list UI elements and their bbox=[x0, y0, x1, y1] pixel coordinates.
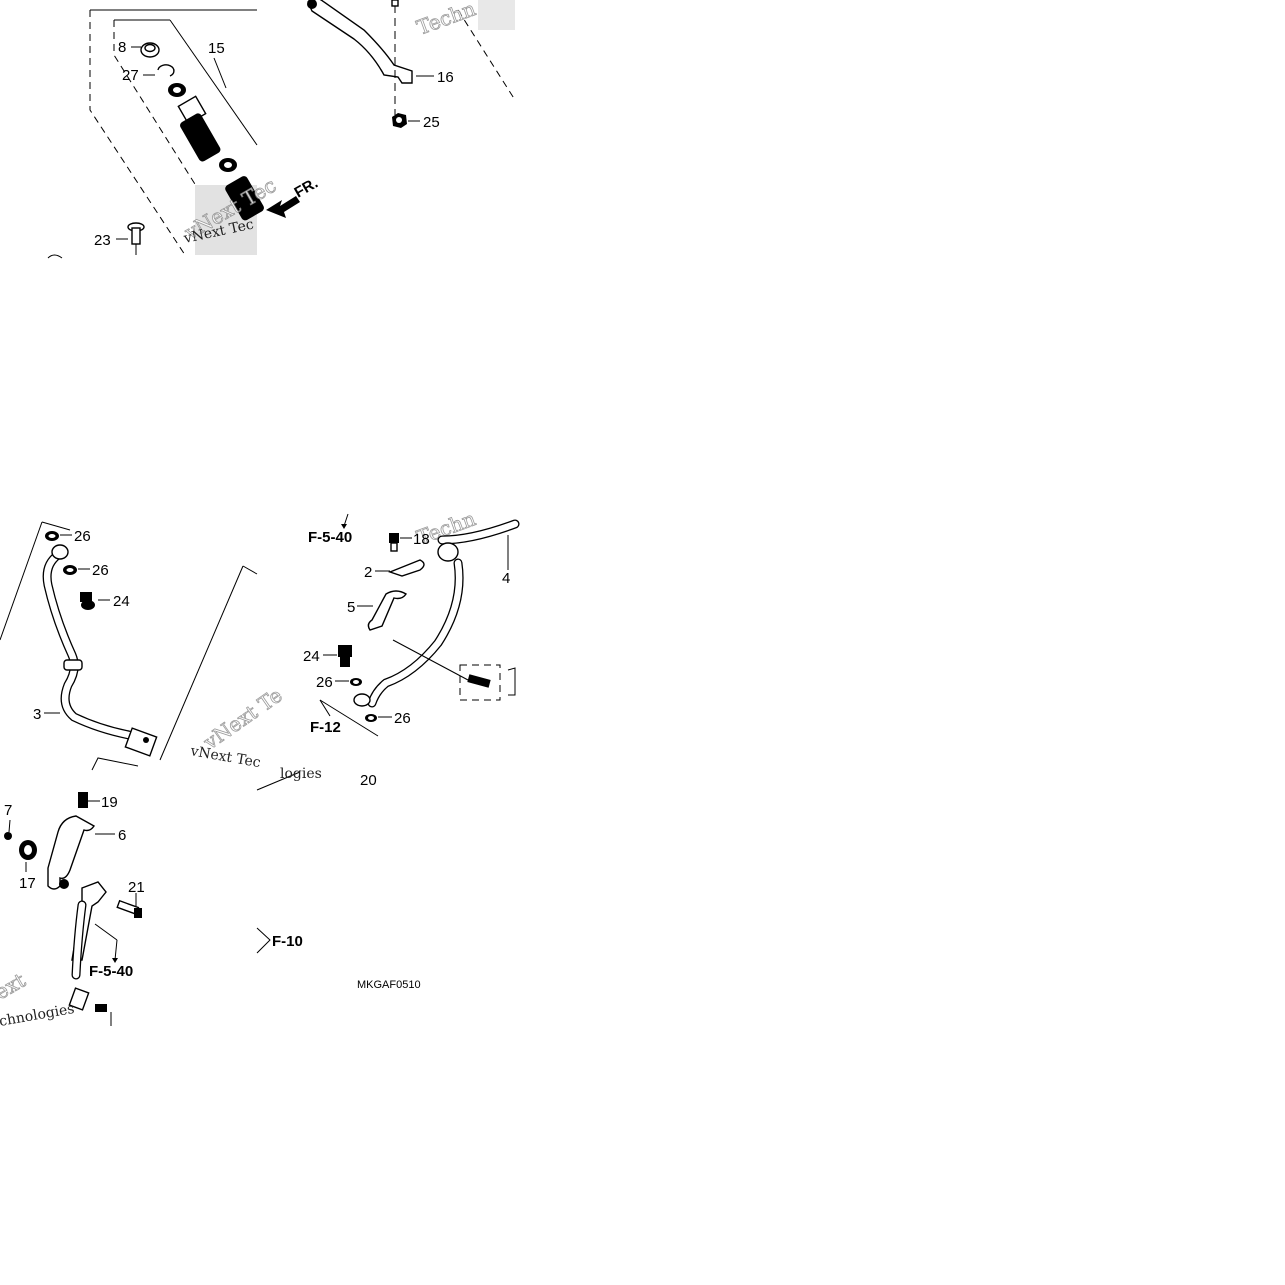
callout-6: 6 bbox=[118, 827, 126, 844]
panel-outline-bottom bbox=[91, 757, 139, 771]
part-27-circlip bbox=[157, 64, 175, 77]
ref-f-10[interactable]: F-10 bbox=[272, 933, 303, 950]
ref-f-5-40-bottom[interactable]: F-5-40 bbox=[89, 963, 133, 980]
callout-16: 16 bbox=[437, 69, 454, 86]
watermark-mid: vNext Te bbox=[198, 683, 286, 755]
part-24-oil-bolt bbox=[80, 592, 95, 610]
callout-4: 4 bbox=[502, 570, 510, 587]
part-4-brake-hose bbox=[353, 519, 520, 708]
part-19-bolt bbox=[78, 792, 88, 808]
callout-8: 8 bbox=[118, 39, 126, 56]
callout-20: 20 bbox=[360, 772, 377, 789]
callout-25: 25 bbox=[423, 114, 440, 131]
callout-5: 5 bbox=[347, 599, 355, 616]
shaded-area-top bbox=[478, 0, 515, 30]
watermark-bottom-text: chnologies bbox=[0, 1001, 76, 1030]
callout-15: 15 bbox=[208, 40, 225, 57]
callout-24-b: 24 bbox=[303, 648, 320, 665]
part-15-piston-set bbox=[168, 83, 264, 221]
panel-outline-left bbox=[0, 521, 43, 641]
callout-23: 23 bbox=[94, 232, 111, 249]
reference-block: F-10 MKGAF0510 bbox=[256, 927, 421, 991]
callout-3: 3 bbox=[33, 706, 41, 723]
panel-master-cylinder: 8 27 15 FR. 23 bbox=[47, 9, 321, 259]
part-5-bracket bbox=[367, 590, 407, 631]
watermark-mid-text: vNext Tec bbox=[188, 743, 262, 771]
part-6-joint-bracket bbox=[47, 815, 96, 890]
part-3-brake-hose bbox=[42, 544, 158, 757]
panel-outline-diagonal bbox=[457, 9, 516, 101]
callout-24-a: 24 bbox=[113, 593, 130, 610]
part-25-nut bbox=[392, 113, 407, 128]
callout-18: 18 bbox=[413, 531, 430, 548]
part-8-boot bbox=[140, 42, 160, 58]
callout-26-d: 26 bbox=[394, 710, 411, 727]
part-7-collar bbox=[4, 832, 12, 840]
watermark-top: Techn bbox=[414, 0, 479, 40]
part-18-bolt bbox=[389, 533, 399, 552]
watermark-bottom: ext bbox=[0, 968, 29, 1004]
callout-26-b: 26 bbox=[92, 562, 109, 579]
callout-2: 2 bbox=[364, 564, 372, 581]
callout-27: 27 bbox=[122, 67, 139, 84]
callout-19: 19 bbox=[101, 794, 118, 811]
hidden-bolt-box bbox=[459, 664, 501, 701]
part-23-pivot-bolt bbox=[127, 222, 145, 255]
ref-f-5-40-top[interactable]: F-5-40 bbox=[308, 529, 352, 546]
callout-21: 21 bbox=[128, 879, 145, 896]
panel-outline-left bbox=[89, 10, 186, 256]
part-2-clamp bbox=[387, 559, 425, 577]
panel-brake-hose-lower: F-5-40 Techn 18 2 5 4 bbox=[256, 506, 520, 791]
callout-26-a: 26 bbox=[74, 528, 91, 545]
f-10-pointer bbox=[256, 927, 271, 954]
diagram-code: MKGAF0510 bbox=[357, 979, 421, 991]
watermark-lower-text: logies bbox=[280, 766, 322, 782]
panel-hose-joint: 7 17 19 6 2 bbox=[0, 792, 145, 1030]
panel-outline-right bbox=[159, 565, 244, 761]
panel-brake-hose-upper: 26 26 24 3 vNext Te vNext Tec bbox=[0, 521, 287, 771]
callout-26-c: 26 bbox=[316, 674, 333, 691]
ref-f-12[interactable]: F-12 bbox=[310, 719, 341, 736]
part-24-oil-bolt-2 bbox=[338, 645, 352, 667]
panel-brake-lever: Techn 16 25 bbox=[307, 0, 516, 131]
subassembly-outline-right bbox=[169, 19, 258, 146]
brake-pipe-lower bbox=[68, 881, 107, 1011]
part-21-bolt bbox=[116, 899, 142, 918]
part-17-grommet bbox=[19, 840, 37, 860]
part-16-lever bbox=[307, 0, 413, 84]
callout-17: 17 bbox=[19, 875, 36, 892]
callout-7: 7 bbox=[4, 802, 12, 819]
